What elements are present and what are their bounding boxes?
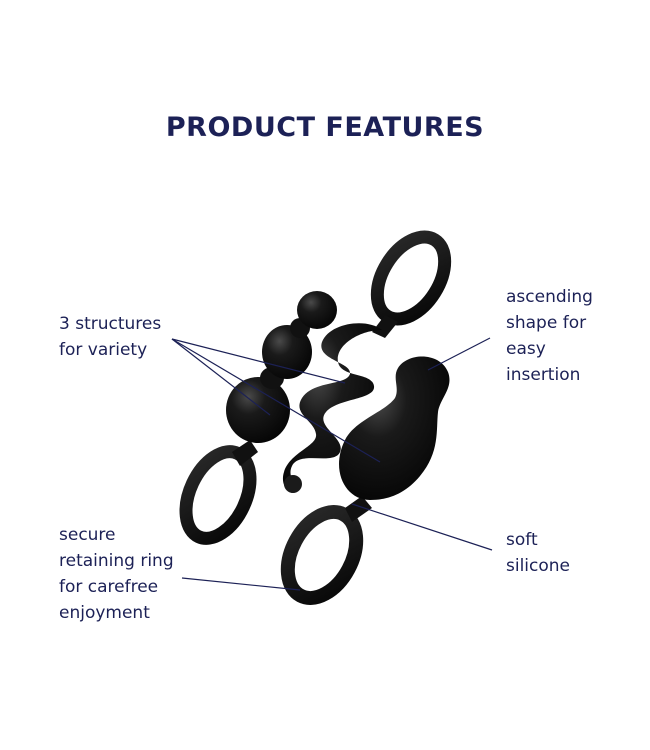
- feature-text-line: easy: [506, 339, 546, 359]
- page-title: PRODUCT FEATURES: [165, 112, 485, 143]
- leader-line-ring: [181, 577, 301, 591]
- feature-label-ascending: ascending shape for easy insertion: [506, 284, 593, 388]
- feature-label-structures: 3 structures for variety: [59, 311, 161, 363]
- feature-label-silicone: soft silicone: [506, 527, 570, 579]
- feature-text-line: ascending: [506, 287, 593, 307]
- feature-text-line: for carefree: [59, 577, 159, 597]
- leader-line-silicone: [351, 503, 493, 551]
- leader-line-structures-3: [171, 338, 381, 463]
- leader-line-structures-2: [171, 338, 346, 384]
- feature-text-line: 3 structures: [59, 314, 162, 334]
- feature-text-line: shape for: [506, 313, 587, 333]
- feature-text-line: retaining ring: [59, 551, 174, 571]
- feature-text-line: insertion: [506, 365, 581, 385]
- feature-text-line: secure: [59, 525, 116, 545]
- feature-text-line: silicone: [506, 556, 571, 576]
- spiral-plug: [282, 230, 452, 493]
- feature-text-line: soft: [506, 530, 538, 550]
- smooth-plug: [280, 356, 450, 605]
- feature-text-line: for variety: [59, 340, 148, 360]
- leader-line-structures-1: [171, 338, 271, 416]
- feature-label-ring: secure retaining ring for carefree enjoy…: [59, 522, 174, 626]
- leader-line-ascending: [427, 337, 491, 371]
- feature-text-line: enjoyment: [59, 603, 150, 623]
- leader-lines: [171, 337, 493, 591]
